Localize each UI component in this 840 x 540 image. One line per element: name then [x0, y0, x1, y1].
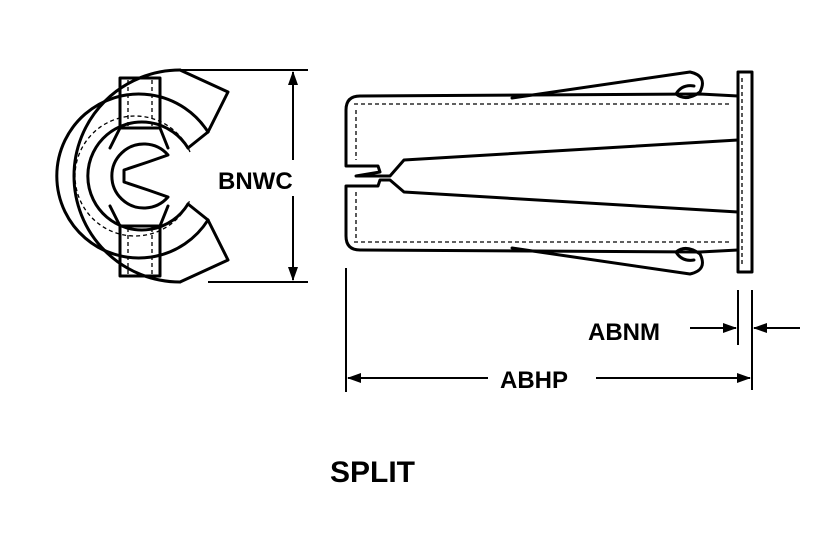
inner-ring	[86, 120, 190, 232]
abnm-dimension: ABNM	[588, 290, 800, 390]
caption: SPLIT	[330, 456, 415, 489]
bnwc-dimension: BNWC	[180, 69, 308, 283]
upper-body	[344, 92, 740, 178]
abhp-dimension: ABHP	[345, 268, 751, 394]
outer-ring	[72, 68, 182, 284]
upper-spring	[510, 70, 704, 100]
middle-ring	[55, 92, 210, 260]
split-hole	[110, 142, 170, 210]
lower-tab	[178, 218, 230, 284]
lower-web	[118, 224, 162, 278]
abnm-label: ABNM	[588, 319, 660, 346]
lower-spring	[510, 246, 704, 276]
side-view	[344, 70, 754, 276]
abhp-label: ABHP	[500, 367, 568, 394]
flange	[736, 70, 754, 274]
lower-body	[344, 178, 740, 254]
end-view	[55, 68, 230, 284]
upper-tab	[178, 68, 230, 134]
bnwc-label: BNWC	[218, 168, 293, 195]
